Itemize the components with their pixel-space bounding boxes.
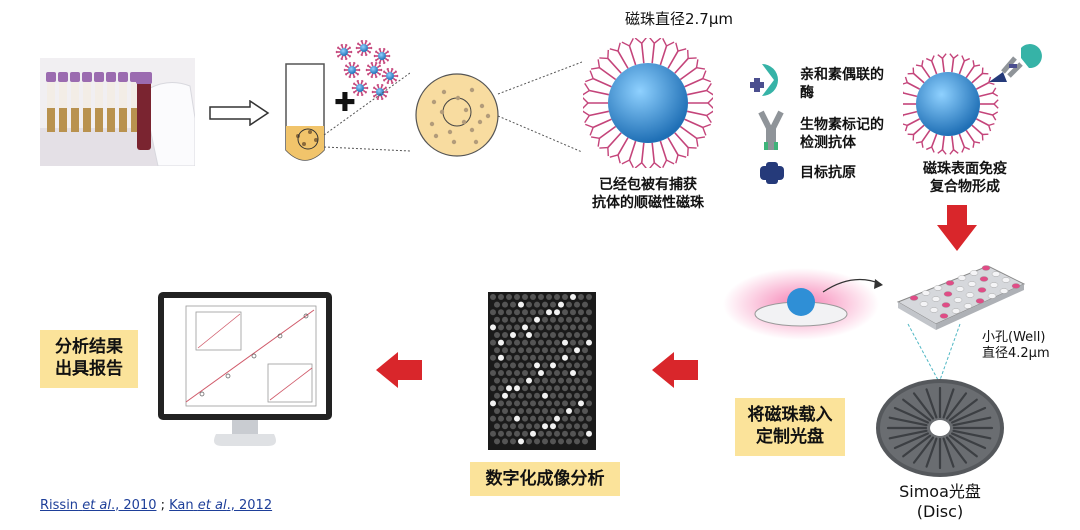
red-left-arrow-icon (652, 352, 698, 388)
legend-antibody-label: 生物素标记的 检测抗体 (800, 117, 884, 151)
simoa-disc (875, 378, 1005, 478)
target-antigen-icon (758, 162, 786, 184)
legend-enzyme-label: 亲和素偶联的 酶 (800, 67, 884, 101)
references[interactable]: Rissin et al., 2010 ; Kan et al., 2012 (40, 498, 272, 513)
ref-kan-year[interactable]: ., 2012 (226, 498, 273, 513)
immune-complex-bead (903, 42, 1048, 162)
red-left-arrow-icon-2 (376, 352, 422, 388)
well-diameter-label: 小孔(Well) 直径4.2μm (982, 330, 1050, 361)
digital-image-array (488, 292, 596, 450)
legend-antigen-label: 目标抗原 (800, 165, 856, 181)
process-arrow-icon (208, 100, 270, 126)
zoom-guide-lines (310, 55, 410, 165)
disc-zoom-lines (890, 322, 1000, 382)
enzyme-icon (748, 62, 790, 102)
blood-tubes-photo (40, 58, 195, 166)
report-label: 分析结果 出具报告 (40, 330, 138, 388)
ref-separator: ; (156, 498, 170, 513)
ref-rissin-year[interactable]: ., 2010 (111, 498, 157, 513)
immune-complex-label: 磁珠表面免疫 复合物形成 (923, 161, 1007, 195)
detection-antibody-icon (756, 110, 786, 154)
ref-kan-etal[interactable]: et al (197, 498, 227, 513)
results-monitor (156, 290, 334, 450)
disc-label: Simoa光盘 (Disc) (899, 482, 981, 521)
bead-dish-illustration (723, 262, 883, 342)
digital-analysis-label: 数字化成像分析 (470, 462, 620, 496)
coated-magnetic-bead (583, 38, 713, 168)
capture-beads-cluster (330, 40, 400, 110)
red-down-arrow-icon (937, 205, 977, 251)
load-disc-label: 将磁珠载入 定制光盘 (735, 398, 845, 456)
well-array-plate (888, 262, 1028, 332)
ref-rissin-author[interactable]: Rissin (40, 498, 79, 513)
bead-diameter-label: 磁珠直径2.7μm (625, 10, 734, 28)
ref-rissin-etal[interactable]: et al (82, 498, 111, 513)
sample-tube-icon (280, 60, 340, 170)
ref-kan-author[interactable]: Kan (169, 498, 194, 513)
magnified-sample-circle (414, 72, 500, 158)
plus-icon: ✚ (334, 88, 356, 118)
bead-zoom-lines (492, 60, 582, 170)
coated-bead-label: 已经包被有捕获 抗体的顺磁性磁珠 (592, 177, 704, 211)
